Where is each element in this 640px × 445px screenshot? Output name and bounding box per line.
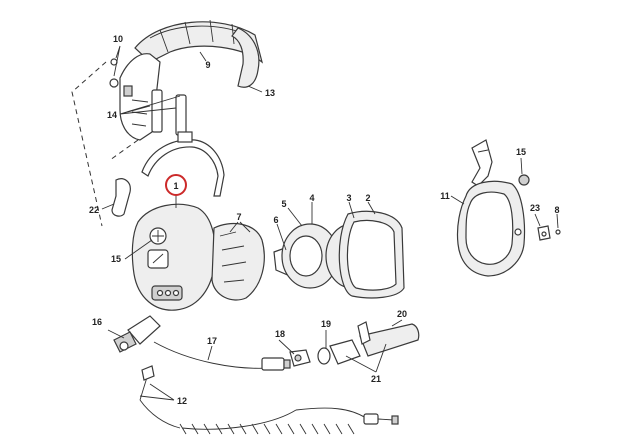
callout-6: 6 xyxy=(273,215,278,225)
dashed-guide-lines xyxy=(71,61,139,227)
callout-16: 16 xyxy=(92,317,102,327)
callout-11: 11 xyxy=(440,191,450,201)
callout-21: 21 xyxy=(371,374,381,384)
callout-19: 19 xyxy=(321,319,331,329)
boom-mic-cover xyxy=(357,321,420,357)
callout-15-ear-cup: 15 xyxy=(111,254,121,264)
small-parts-right xyxy=(537,225,561,241)
headband-wire xyxy=(141,131,225,197)
highlight-ring xyxy=(165,174,187,196)
headband-strap xyxy=(119,53,161,141)
boom-arm xyxy=(153,341,271,369)
headband-pad xyxy=(134,19,264,88)
callout-12: 12 xyxy=(177,396,187,406)
ear-seal xyxy=(338,210,405,299)
ear-seal-outer xyxy=(456,180,526,277)
callout-20: 20 xyxy=(397,309,407,319)
coiled-cord xyxy=(139,365,399,435)
callout-18: 18 xyxy=(275,329,285,339)
callout-8: 8 xyxy=(554,205,559,215)
leader-lines xyxy=(101,45,559,401)
callout-23: 23 xyxy=(530,203,540,213)
callout-5: 5 xyxy=(281,199,286,209)
callout-22: 22 xyxy=(89,205,99,215)
callout-9: 9 xyxy=(205,60,210,70)
callout-3: 3 xyxy=(346,193,351,203)
headband-clips xyxy=(109,58,187,136)
callout-4: 4 xyxy=(309,193,314,203)
boom-mount xyxy=(113,315,161,353)
callout-17: 17 xyxy=(207,336,217,346)
callout-2: 2 xyxy=(365,193,370,203)
windscreen-parts xyxy=(317,339,361,365)
foam-insert xyxy=(211,222,265,301)
callout-14: 14 xyxy=(107,110,117,120)
callout-13: 13 xyxy=(265,88,275,98)
cord-clip xyxy=(289,349,311,367)
yoke-bracket xyxy=(471,139,493,187)
callout-labels: 1 2 3 4 5 6 7 8 9 10 11 12 13 14 15 15 1… xyxy=(89,34,560,406)
callout-1: 1 xyxy=(173,181,178,191)
ear-cup-shell xyxy=(131,203,216,311)
side-pad xyxy=(111,178,131,217)
inner-foam-ring xyxy=(281,223,339,289)
knob-15b xyxy=(518,174,530,186)
callout-15-right: 15 xyxy=(516,147,526,157)
callout-10: 10 xyxy=(113,34,123,44)
mic-connector xyxy=(261,357,291,371)
callout-7: 7 xyxy=(236,212,241,222)
